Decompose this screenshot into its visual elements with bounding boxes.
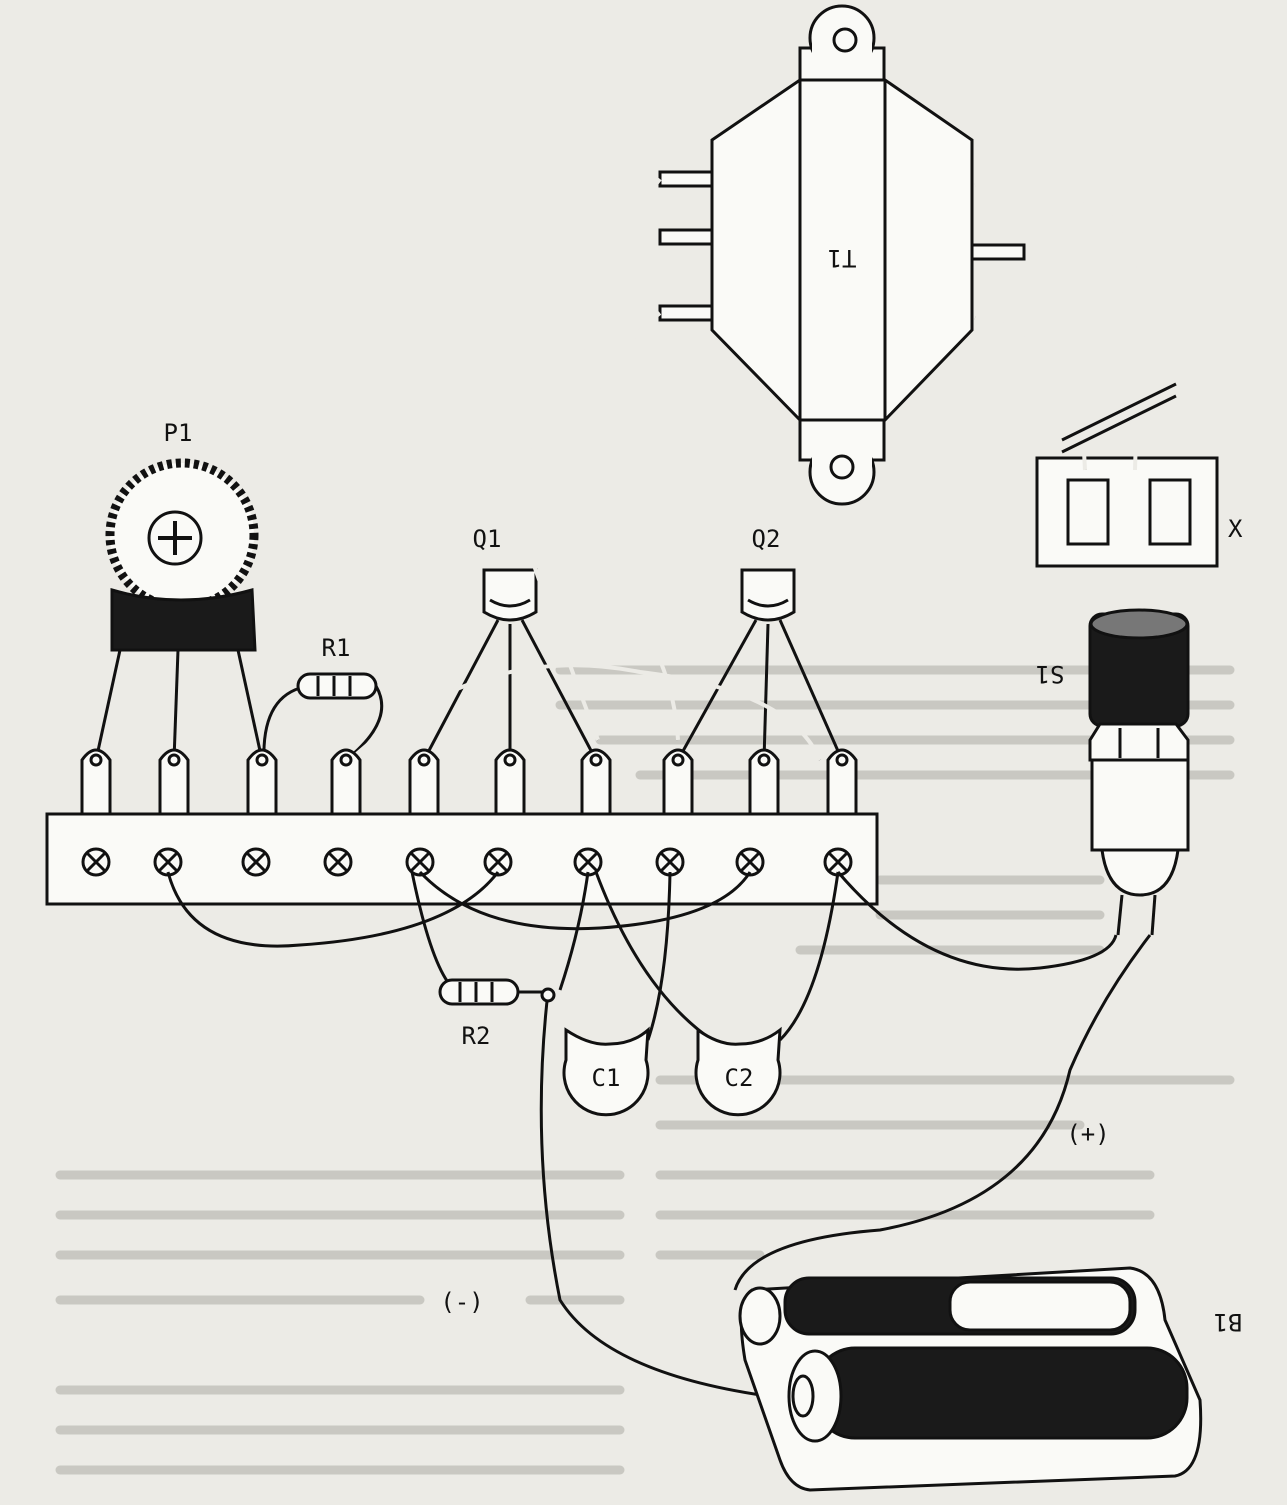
wires-transformer (522, 177, 1177, 741)
label-r2: R2 (462, 1022, 491, 1050)
switch-s1 (1088, 608, 1190, 936)
label-r1: R1 (322, 634, 351, 662)
wires-bottom (166, 870, 1152, 1402)
terminal-lug (580, 748, 612, 822)
terminal-lug (494, 748, 526, 822)
terminal-screw (405, 847, 435, 877)
outlet-x (1035, 456, 1219, 568)
transformer-t1 (658, 4, 1026, 506)
terminal-lug (158, 748, 190, 822)
terminal-lug (408, 748, 440, 822)
terminal-lug (748, 748, 780, 822)
terminal-screw (823, 847, 853, 877)
show-through-text (55, 665, 1235, 1475)
label-b1: B1 (1214, 1308, 1243, 1336)
label-c1: C1 (592, 1064, 621, 1092)
label-q2: Q2 (752, 525, 781, 553)
label-c2: C2 (725, 1064, 754, 1092)
terminal-screw (323, 847, 353, 877)
terminal-lug (330, 748, 362, 822)
label-minus: (-) (440, 1288, 483, 1316)
terminal-screw (483, 847, 513, 877)
label-x: X (1228, 515, 1243, 543)
capacitor-c1 (562, 1026, 650, 1117)
label-t1: T1 (828, 244, 857, 272)
label-q1: Q1 (473, 525, 502, 553)
terminal-screw (655, 847, 685, 877)
transistor-q1 (422, 568, 598, 761)
terminal-lug (246, 748, 278, 822)
terminal-screw (241, 847, 271, 877)
potentiometer-p1 (94, 458, 264, 761)
label-p1: P1 (164, 419, 193, 447)
label-s1: S1 (1036, 660, 1065, 688)
transistor-q2 (676, 568, 844, 761)
capacitor-c2 (694, 1026, 782, 1117)
resistor-r2 (410, 871, 556, 1006)
battery-holder-b1 (738, 1266, 1203, 1492)
resistor-r1 (262, 672, 384, 762)
terminal-screw (735, 847, 765, 877)
terminal-screw (153, 847, 183, 877)
terminal-screw (81, 847, 111, 877)
terminal-lug (662, 748, 694, 822)
terminal-lug (80, 748, 112, 822)
label-plus: (+) (1066, 1120, 1109, 1148)
terminal-strip (45, 748, 879, 906)
terminal-screw (573, 847, 603, 877)
terminal-lug (826, 748, 858, 822)
